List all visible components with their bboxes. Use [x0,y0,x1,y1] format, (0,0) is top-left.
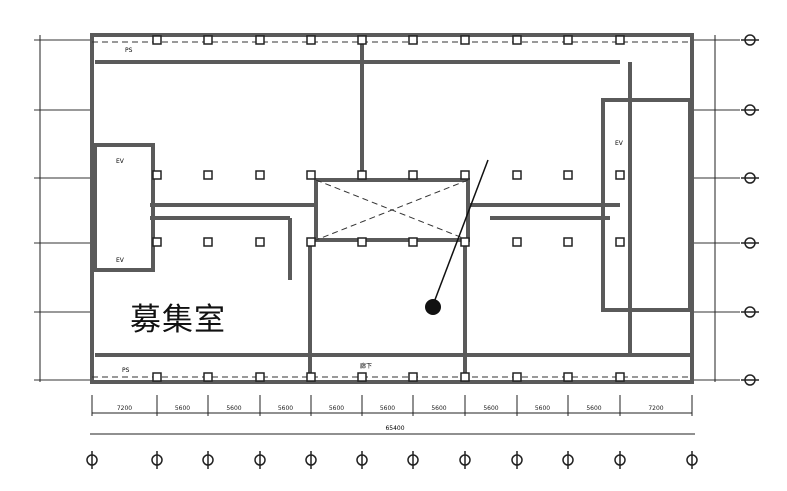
ps-label-bottom: PS [122,367,130,374]
grid-bubble-right [741,306,759,318]
grid-bubble [305,451,317,469]
grid-bubble [151,451,163,469]
grid-bubble-right [741,172,759,184]
pillar [460,372,470,382]
pillar [357,372,367,382]
pillar [306,237,316,247]
grid-bubble-right [741,237,759,249]
pillar [357,35,367,45]
bay-dimension: 5600 [535,405,550,412]
grid-bubble-right [741,34,759,46]
pillar [563,35,573,45]
grid-bubble-right [741,104,759,116]
location-marker [425,299,441,315]
grid-bubble-right [741,374,759,386]
pillar [563,170,573,180]
right-core [601,98,692,312]
pillar [255,372,265,382]
pillar [512,237,522,247]
pillar [460,170,470,180]
pillar [255,170,265,180]
pillar [152,170,162,180]
corridor-label: 廊下 [360,362,372,370]
grid-bubble [459,451,471,469]
pillar [203,372,213,382]
grid-bubble [407,451,419,469]
pillar [460,35,470,45]
pillar [152,372,162,382]
grid-bubble [614,451,626,469]
pillar [152,35,162,45]
pillar [203,237,213,247]
bay-dimension: 5600 [175,405,190,412]
left-core [93,143,155,272]
pillar [512,170,522,180]
pillar [615,237,625,247]
bay-dimension: 5600 [226,405,241,412]
ps-label-top: PS [125,47,133,54]
bay-dimension: 7200 [117,405,132,412]
pillar [563,372,573,382]
pillar [203,35,213,45]
pillar [408,372,418,382]
pillar [255,35,265,45]
grid-bubble [686,451,698,469]
bay-dimension: 5600 [483,405,498,412]
pillar [460,237,470,247]
pillar [255,237,265,247]
pillar [152,237,162,247]
pillar [563,237,573,247]
central-void [314,178,470,242]
pillar [203,170,213,180]
grid-bubble [356,451,368,469]
pillar [512,35,522,45]
bay-dimension: 5600 [586,405,601,412]
grid-bubble [562,451,574,469]
pillar [615,35,625,45]
pillar [357,170,367,180]
pillar [615,170,625,180]
pillar [512,372,522,382]
bay-dimension: 5600 [329,405,344,412]
bay-dimension: 5600 [278,405,293,412]
pillar [615,372,625,382]
pillar [408,35,418,45]
total-dimension: 65400 [385,425,404,432]
ev-label-3: EV [615,140,624,147]
ev-label-1: EV [116,158,125,165]
ev-label-2: EV [116,257,125,264]
pillar [408,237,418,247]
bay-dimension: 7200 [648,405,663,412]
grid-bubble [254,451,266,469]
bay-dimension: 5600 [431,405,446,412]
pillar [306,372,316,382]
grid-bubble [202,451,214,469]
room-label: 募集室 [130,302,226,338]
pillar [357,237,367,247]
pillar [408,170,418,180]
grid-bubble [86,451,98,469]
bay-dimension: 5600 [380,405,395,412]
grid-bubble [511,451,523,469]
pillar [306,35,316,45]
leader-line [432,159,489,306]
walls [90,33,694,384]
pillar [306,170,316,180]
